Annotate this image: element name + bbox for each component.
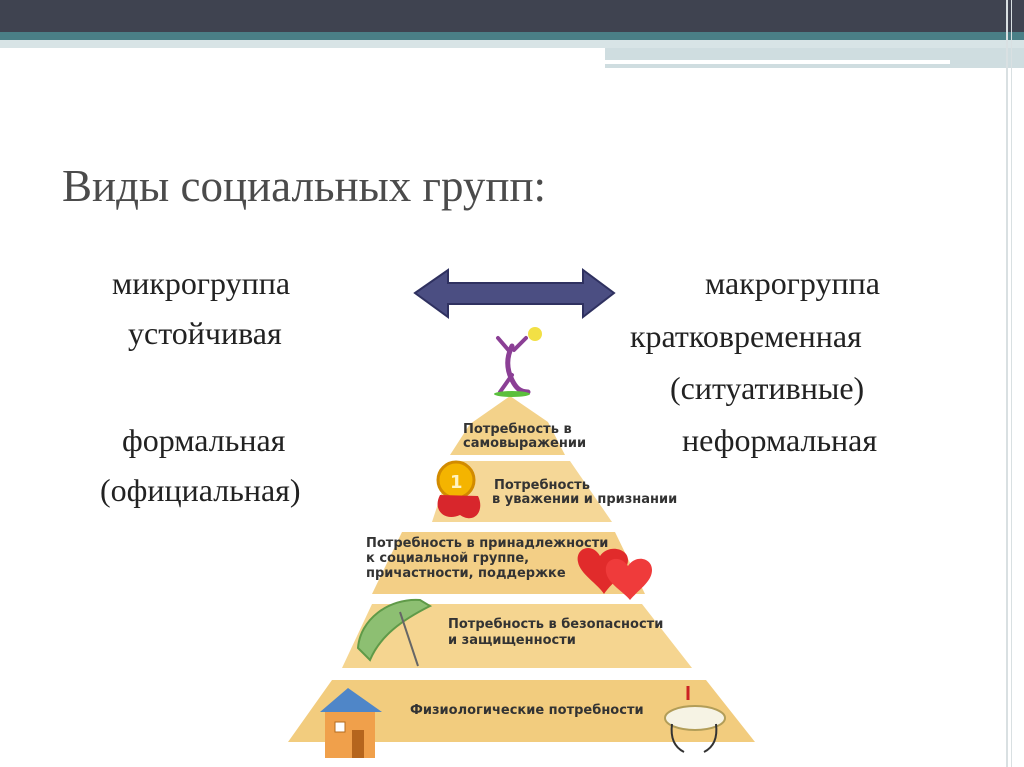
right-rule-thin (1011, 0, 1012, 767)
level-3-line-2: к социальной группе, (366, 551, 529, 566)
person-star-icon (494, 327, 542, 397)
right-text-4: неформальная (682, 422, 878, 458)
level-5-line-1: Физиологические потребности (410, 703, 644, 718)
house-icon (320, 688, 382, 758)
level-2-line-2: в уважении и признании (492, 492, 677, 507)
umbrella-icon (356, 598, 433, 667)
pyramid-level-1 (450, 396, 565, 455)
level-2-line-1: Потребность (494, 478, 590, 493)
table-icon (664, 686, 726, 753)
svg-text:1: 1 (450, 472, 463, 493)
left-text-4: (официальная) (100, 472, 301, 508)
pyramid-level-4 (342, 604, 692, 668)
right-text-2: кратковременная (630, 318, 862, 354)
right-text-1: макрогруппа (705, 265, 880, 301)
level-3-line-1: Потребность в принадлежности (366, 536, 608, 551)
level-1-line-2: самовыражении (463, 436, 586, 451)
header-stripe-light (0, 40, 1024, 48)
left-text-1: микрогруппа (112, 265, 291, 301)
right-rule (1006, 0, 1008, 767)
header-bar (0, 0, 1024, 32)
level-4-line-1: Потребность в безопасности (448, 617, 663, 632)
pyramid-level-3 (372, 532, 645, 594)
right-text-3: (ситуативные) (670, 370, 865, 406)
left-text-3: формальная (122, 422, 286, 458)
pyramid-level-5 (288, 680, 755, 742)
level-1-line-1: Потребность в (463, 422, 572, 437)
slide-title: Виды социальных групп: (62, 161, 547, 211)
header-stripe (0, 32, 1024, 40)
medal-icon: 1 (436, 460, 481, 519)
level-4-line-2: и защищенности (448, 633, 576, 648)
header-stripe-line (605, 60, 950, 64)
level-3-line-3: причастности, поддержке (366, 566, 566, 581)
hearts-icon (577, 548, 652, 600)
left-text-2: устойчивая (128, 315, 282, 351)
double-arrow-icon (413, 268, 616, 320)
